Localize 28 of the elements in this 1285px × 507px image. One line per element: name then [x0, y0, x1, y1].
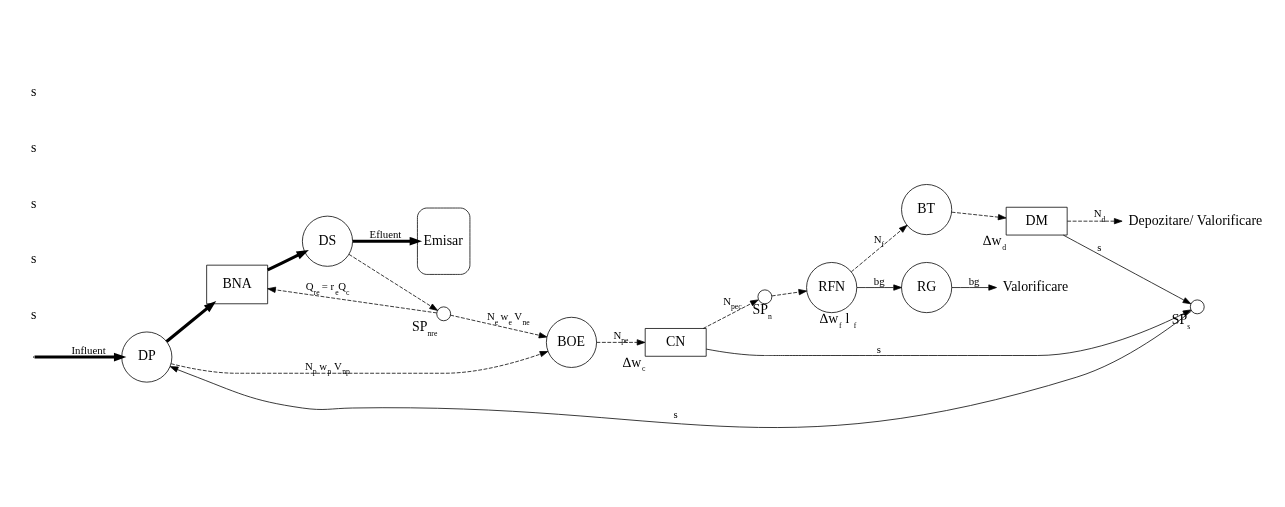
edge-label: s — [1097, 241, 1102, 254]
node-label: ∆w$_{c}$ — [622, 354, 646, 374]
label: s — [30, 251, 37, 267]
edge-label: N$_{e}$ w$_{e}$ V$_{ne}$ — [486, 310, 530, 327]
label: s — [30, 139, 37, 155]
node-text: Depozitare/ Valorificare — [1128, 212, 1263, 228]
edge-label: bg — [968, 274, 980, 287]
edge-label: Q$_{re}$ = r$_{e}$Q$_{c}$ — [305, 280, 350, 297]
edge-label: N$_{p}$ w$_{p}$ V$_{np}$ — [305, 359, 350, 377]
label: s — [30, 195, 37, 211]
node-label: SP$_{nre}$ — [412, 319, 438, 338]
node-label: ∆w$_{f}$ — [819, 311, 842, 330]
edge-label: Efluent — [369, 228, 402, 241]
edge-label: N$_{pec}$ — [723, 294, 742, 312]
node-label: ∆w$_{d}$ — [983, 233, 1007, 252]
edge-label: N$_{pe}$ — [613, 328, 629, 346]
label: s — [30, 84, 37, 100]
edge-label: s — [876, 342, 882, 355]
label: s — [30, 306, 37, 322]
node-label: SP$_{n}$ — [752, 302, 772, 321]
edge-label: N$_{f}$ — [873, 232, 885, 250]
edge-label: s — [673, 408, 678, 421]
edge-label: bg — [873, 274, 885, 287]
node-label: SP$_{s}$ — [1171, 312, 1191, 331]
node-text: Valorificare — [1002, 278, 1069, 294]
edge-label: N$_{d}$ — [1093, 207, 1106, 224]
edge-label: Influent — [71, 344, 106, 357]
node-label: l$_{f}$ — [845, 311, 857, 330]
